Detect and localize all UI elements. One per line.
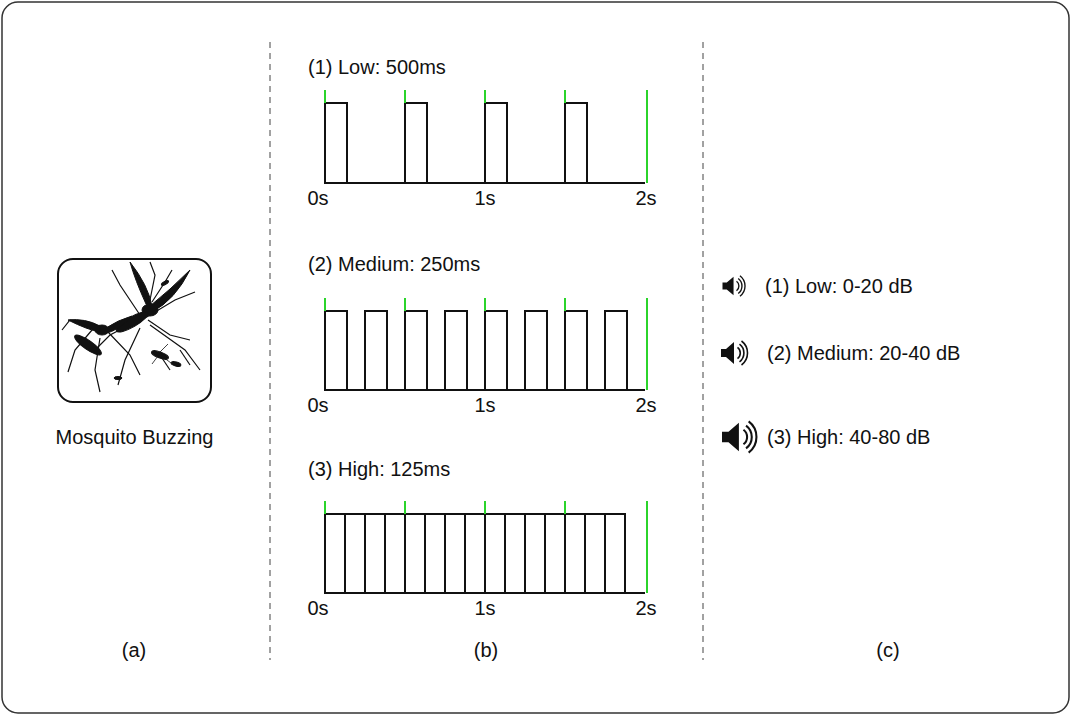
axis-tick: 0s: [307, 596, 328, 620]
panel-letter: (c): [876, 638, 899, 662]
volume-level: (2) Medium: 20-40 dB: [767, 341, 960, 365]
separator: [703, 42, 704, 660]
axis-tick: 2s: [635, 186, 656, 210]
panel-letter: (a): [122, 638, 146, 662]
separator: [270, 42, 271, 660]
axis-tick: 0s: [307, 186, 328, 210]
waveform-title: (1) Low: 500ms: [308, 55, 446, 79]
axis-tick: 0s: [307, 393, 328, 417]
icon-box: Mosquito Buzzing: [57, 258, 212, 403]
axis-tick: 1s: [474, 186, 495, 210]
waveform-title: (2) Medium: 250ms: [308, 252, 480, 276]
panel-letter: (b): [474, 638, 498, 662]
icon-caption: Mosquito Buzzing: [56, 425, 214, 449]
waveform-title: (3) High: 125ms: [308, 457, 450, 481]
volume-level: (3) High: 40-80 dB: [767, 425, 930, 449]
volume-level: (1) Low: 0-20 dB: [765, 274, 913, 298]
axis-tick: 1s: [474, 596, 495, 620]
axis-tick: 2s: [635, 393, 656, 417]
pulse-waveforms: [325, 90, 647, 593]
axis-tick: 2s: [635, 596, 656, 620]
speaker-icons: [721, 276, 756, 453]
mosquito-illustration: [62, 262, 200, 392]
axis-tick: 1s: [474, 393, 495, 417]
